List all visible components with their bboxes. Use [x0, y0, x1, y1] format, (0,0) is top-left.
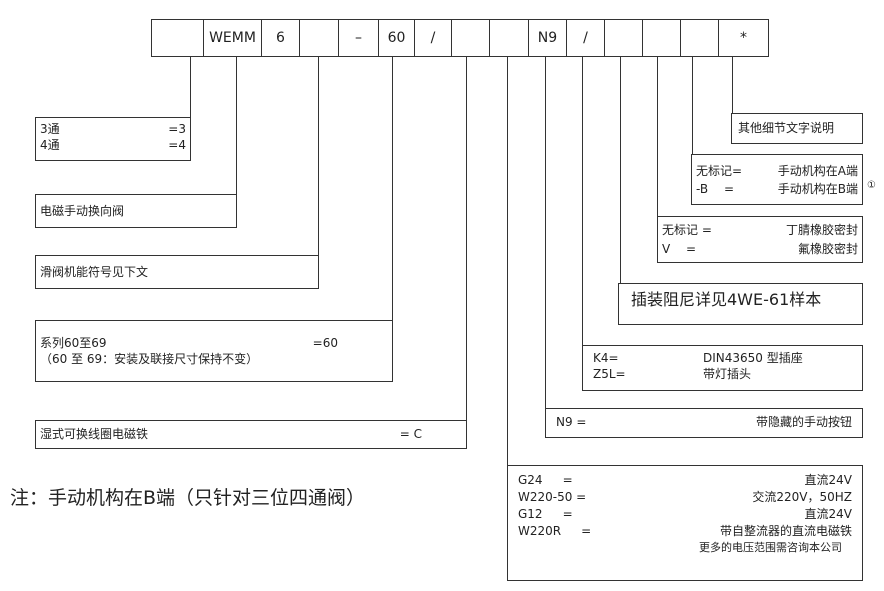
cell: 无标记=: [696, 164, 743, 178]
voltage-footer: 更多的电压范围需咨询本公司: [699, 541, 842, 554]
other-box: 其他细节文字说明: [731, 113, 863, 144]
cell: 交流220V，50HZ: [752, 490, 852, 504]
code-cell: [299, 19, 339, 57]
connector: [190, 57, 191, 117]
label: 湿式可换线圈电磁铁: [40, 427, 149, 441]
code-cell: [604, 19, 643, 57]
cell: 带灯插头: [703, 367, 752, 381]
code-cell: [642, 19, 681, 57]
cell: 丁腈橡胶密封: [785, 223, 858, 237]
cell: G12: [518, 507, 543, 521]
row: V = 氟橡胶密封: [662, 240, 858, 259]
connector: [582, 57, 583, 345]
code-cell: [451, 19, 490, 57]
connector: [545, 57, 546, 408]
label: 插装阻尼详见4WE-61样本: [631, 290, 822, 309]
code-cell: *: [718, 19, 769, 57]
code-cell: /: [566, 19, 605, 57]
spool-box: 滑阀机能符号见下文: [35, 255, 319, 289]
cell: =: [562, 507, 573, 521]
label: （60 至 69：安装及联接尺寸保持不变）: [40, 352, 259, 366]
position-box: 无标记= 手动机构在A端 -B = 手动机构在B端: [691, 154, 863, 205]
row: Z5L= 带灯插头: [593, 366, 852, 382]
label: 其他细节文字说明: [738, 121, 835, 135]
solenoid-box: 湿式可换线圈电磁铁 = C: [35, 420, 467, 449]
row: W220-50 = 交流220V，50HZ: [518, 489, 852, 506]
cell: 直流24V: [804, 473, 852, 487]
code-cell: 6: [261, 19, 300, 57]
code-cell: 60: [378, 19, 415, 57]
code-cell: [489, 19, 529, 57]
cell: 直流24V: [804, 507, 852, 521]
cell: [586, 489, 752, 506]
code: N9 =: [556, 415, 587, 429]
cell: K4=: [593, 351, 619, 365]
label: 4通: [40, 138, 60, 152]
code-cell: /: [414, 19, 452, 57]
label: 滑阀机能符号见下文: [40, 265, 149, 279]
label: 电磁手动换向阀: [40, 204, 125, 218]
cell: 氟橡胶密封: [797, 242, 858, 256]
cell: G24: [518, 473, 543, 487]
cell: W220-50 =: [518, 490, 587, 504]
row: 无标记 = 丁腈橡胶密封: [662, 221, 858, 240]
connector: [620, 57, 621, 283]
code-cell: N9: [528, 19, 567, 57]
row: K4= DIN43650 型插座: [593, 350, 852, 366]
cell: =: [562, 473, 573, 487]
value: =4: [168, 138, 186, 152]
value: = C: [399, 427, 422, 441]
cell: 无标记 =: [662, 223, 712, 237]
connector: [507, 57, 508, 580]
note-text: 注：手动机构在B端（只针对三位四通阀）: [10, 487, 366, 509]
seal-box: 无标记 = 丁腈橡胶密封 V = 氟橡胶密封: [657, 216, 863, 263]
cell: Z5L=: [593, 367, 626, 381]
connector: [318, 57, 319, 255]
ways-box: 3通 =3 4通 =4: [35, 117, 191, 161]
series-box: 系列60至69 =60 （60 至 69：安装及联接尺寸保持不变）: [35, 320, 393, 382]
connector: [692, 57, 693, 154]
code-cell: [680, 19, 719, 57]
cell: V =: [662, 242, 697, 256]
cell: DIN43650 型插座: [703, 351, 803, 365]
valve-type-box: 电磁手动换向阀: [35, 194, 237, 228]
damper-box: 插装阻尼详见4WE-61样本: [618, 283, 863, 325]
connector: [657, 57, 658, 216]
row: W220R = 带自整流器的直流电磁铁: [518, 523, 852, 540]
code-cell: WEMM: [203, 19, 262, 57]
value: =3: [168, 122, 186, 136]
connector: [392, 57, 393, 320]
label: 系列60至69: [40, 336, 107, 350]
row: 无标记= 手动机构在A端: [696, 162, 858, 180]
cell: -B =: [696, 182, 735, 196]
footnote-marker: ①: [867, 180, 876, 191]
row: G12 = 直流24V: [518, 506, 852, 523]
code-cell: [151, 19, 204, 57]
desc: 带隐藏的手动按钮: [755, 415, 852, 429]
connector: [466, 57, 467, 420]
cell: 手动机构在B端: [777, 182, 858, 196]
code-cell: –: [338, 19, 379, 57]
plug-box: K4= DIN43650 型插座 Z5L= 带灯插头: [582, 345, 863, 391]
cell: =: [581, 524, 592, 538]
label: 3通: [40, 122, 60, 136]
manual-box: N9 = 带隐藏的手动按钮: [545, 408, 863, 438]
value: =60: [312, 336, 338, 350]
connector: [236, 57, 237, 194]
row: G24 = 直流24V: [518, 472, 852, 489]
cell: 带自整流器的直流电磁铁: [719, 524, 852, 538]
cell: 手动机构在A端: [777, 164, 858, 178]
connector: [732, 57, 733, 113]
cell: W220R: [518, 524, 562, 538]
row: -B = 手动机构在B端: [696, 180, 858, 198]
